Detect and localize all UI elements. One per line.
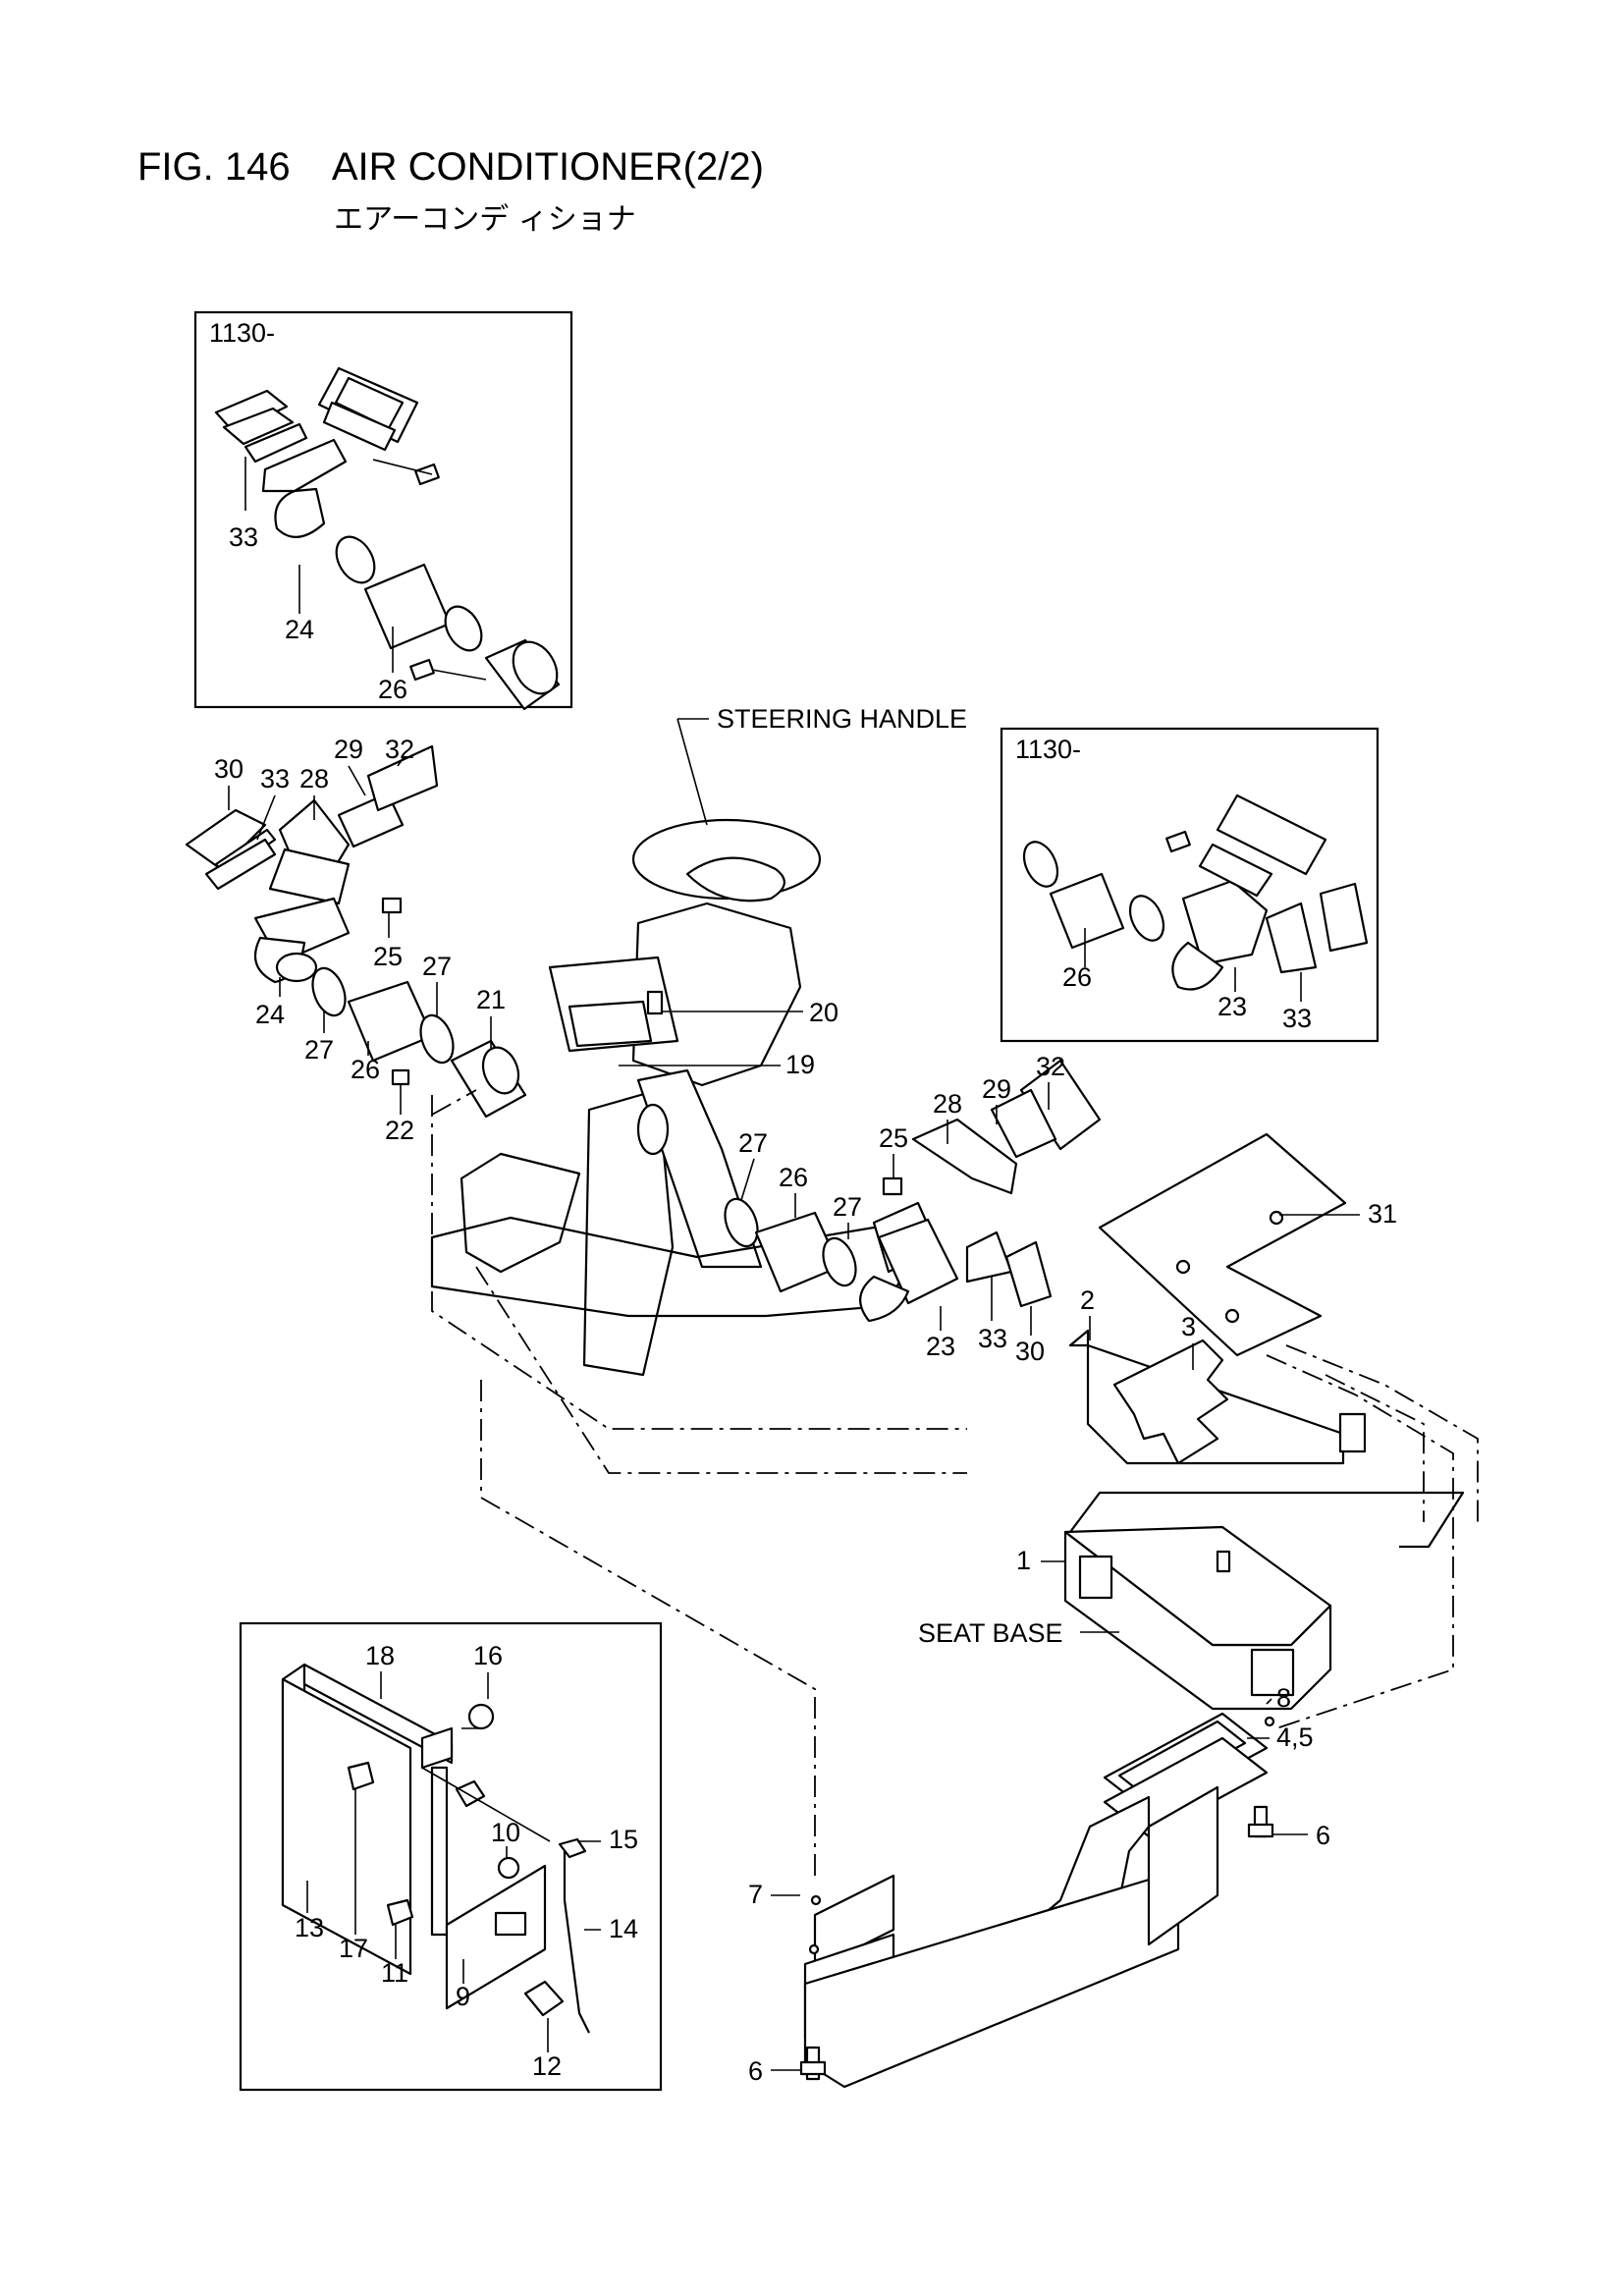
callout-27-lower-right: 27 xyxy=(833,1192,862,1222)
callout-15: 15 xyxy=(609,1825,638,1854)
duct-assembly-drawing xyxy=(1022,793,1369,991)
inset-serial-label: 1130- xyxy=(209,318,275,348)
steering-handle-label: STEERING HANDLE xyxy=(717,704,967,734)
callout-11: 11 xyxy=(381,1958,408,1988)
inset-upper-right: 1130- 26 23 33 xyxy=(1000,727,1380,1043)
callout-26-right: 26 xyxy=(779,1163,808,1192)
cover-plate-drawing xyxy=(1098,1132,1347,1357)
seat-base-drawing xyxy=(1063,1329,1465,1711)
callout-27-lower-left: 27 xyxy=(304,1035,334,1065)
callout-13: 13 xyxy=(295,1913,324,1942)
callout-33-right: 33 xyxy=(978,1324,1007,1353)
figure-title: FIG. 146 AIR CONDITIONER(2/2) xyxy=(137,145,764,190)
callout-28-left: 28 xyxy=(299,764,329,793)
callout-8: 8 xyxy=(1276,1683,1291,1713)
callout-24-left: 24 xyxy=(255,1000,285,1029)
callout-21: 21 xyxy=(476,985,506,1014)
callout-3: 3 xyxy=(1181,1312,1196,1341)
figure-name: AIR CONDITIONER(2/2) xyxy=(331,145,764,189)
callout-20: 20 xyxy=(809,998,839,1027)
seat-base-label: SEAT BASE xyxy=(918,1618,1063,1648)
figure-subtitle-japanese: エアーコンデ ィショナ xyxy=(334,202,636,237)
inset-lower-left: 18 16 15 10 14 13 17 11 9 12 xyxy=(239,1621,663,2092)
figure-number: FIG. 146 xyxy=(137,145,291,189)
callout-32-right: 32 xyxy=(1036,1052,1065,1081)
leader-32-left xyxy=(397,755,406,767)
callout-1: 1 xyxy=(1016,1546,1031,1575)
callout-29-right: 29 xyxy=(982,1074,1011,1104)
callout-33: 33 xyxy=(229,522,258,552)
callout-24: 24 xyxy=(285,615,314,644)
leader-29-left xyxy=(348,765,366,796)
callout-30-right: 30 xyxy=(1015,1337,1045,1366)
bolt-6-right-drawing xyxy=(1247,1805,1274,1838)
bolt-6-bottom-drawing xyxy=(799,2046,827,2081)
callout-9: 9 xyxy=(456,1982,470,2011)
callout-31: 31 xyxy=(1368,1199,1397,1229)
callout-29-left: 29 xyxy=(334,735,363,764)
callout-33: 33 xyxy=(1282,1004,1312,1033)
leader-8 xyxy=(1266,1698,1272,1705)
callout-25-right: 25 xyxy=(879,1123,908,1153)
callout-33-left: 33 xyxy=(260,764,290,793)
callout-30-left: 30 xyxy=(214,754,243,784)
inset-upper-left: 1130- 33 24 26 xyxy=(193,310,573,711)
callout-14: 14 xyxy=(609,1914,638,1943)
callout-25-left: 25 xyxy=(373,942,403,971)
callout-7: 7 xyxy=(748,1880,763,1909)
callout-23: 23 xyxy=(1217,992,1247,1021)
callout-4-5: 4,5 xyxy=(1276,1722,1314,1752)
callout-26-left: 26 xyxy=(351,1055,380,1084)
callout-23-right: 23 xyxy=(926,1332,955,1361)
leader-27-upper-right xyxy=(740,1158,755,1201)
callout-12: 12 xyxy=(532,2051,562,2081)
callout-27-upper-left: 27 xyxy=(422,952,452,981)
callout-28-right: 28 xyxy=(933,1089,962,1119)
callout-17: 17 xyxy=(339,1934,368,1963)
callout-10: 10 xyxy=(491,1818,520,1847)
right-duct-assembly-drawing xyxy=(724,1059,1102,1323)
callout-32-left: 32 xyxy=(385,735,414,764)
callout-27-upper-right: 27 xyxy=(738,1128,768,1158)
callout-2: 2 xyxy=(1080,1285,1095,1315)
inset-frame xyxy=(1000,727,1380,1043)
assembly-connection-lines xyxy=(431,1089,1479,1881)
control-panel-drawing xyxy=(281,1663,590,2034)
callout-22: 22 xyxy=(385,1116,414,1145)
inset-frame xyxy=(239,1621,663,2092)
callout-18: 18 xyxy=(365,1641,395,1670)
callout-6-right: 6 xyxy=(1316,1821,1330,1850)
callout-6-bottom: 6 xyxy=(748,2056,763,2086)
left-duct-assembly-drawing xyxy=(185,744,527,1119)
callout-16: 16 xyxy=(473,1641,503,1670)
callout-19: 19 xyxy=(785,1050,815,1079)
inset-frame xyxy=(193,310,573,709)
callout-26: 26 xyxy=(1062,962,1092,992)
leader-33-left xyxy=(256,794,276,841)
callout-26: 26 xyxy=(378,675,407,704)
inset-serial-label: 1130- xyxy=(1015,735,1081,764)
duct-assembly-drawing xyxy=(214,366,561,711)
leader-steering-handle xyxy=(676,718,709,826)
floor-duct-drawing xyxy=(803,1712,1275,2089)
